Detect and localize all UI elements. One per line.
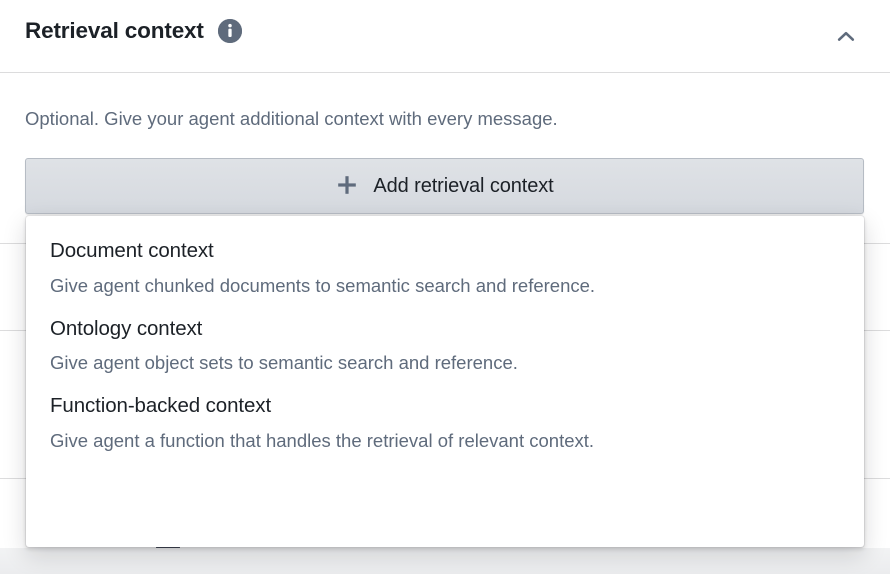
menu-item-title: Document context (50, 239, 214, 262)
menu-item-title: Function-backed context (50, 394, 272, 418)
section-header: Retrieval context (0, 0, 890, 73)
page-bottom-edge (0, 548, 890, 574)
menu-item-description: Give agent a function that handles the r… (50, 429, 595, 451)
chevron-up-icon (835, 26, 857, 48)
menu-item-title: Ontology context (50, 316, 203, 340)
section-header-left: Retrieval context (25, 19, 242, 43)
collapse-section-button[interactable] (830, 21, 862, 53)
menu-item-description: Give agent chunked documents to semantic… (50, 274, 596, 296)
menu-item-description: Give agent object sets to semantic searc… (50, 352, 518, 374)
context-type-menu: Document context Give agent chunked docu… (26, 216, 864, 547)
plus-icon (335, 173, 359, 200)
page-title: Retrieval context (25, 17, 204, 43)
menu-item-document-context[interactable]: Document context Give agent chunked docu… (26, 230, 864, 308)
info-icon[interactable] (217, 19, 242, 43)
add-retrieval-context-button[interactable]: Add retrieval context (25, 158, 864, 214)
add-retrieval-context-label: Add retrieval context (373, 174, 554, 197)
menu-item-function-backed-context[interactable]: Function-backed context Give agent a fun… (26, 385, 864, 463)
menu-item-ontology-context[interactable]: Ontology context Give agent object sets … (26, 308, 864, 386)
section-description: Optional. Give your agent additional con… (25, 108, 558, 129)
